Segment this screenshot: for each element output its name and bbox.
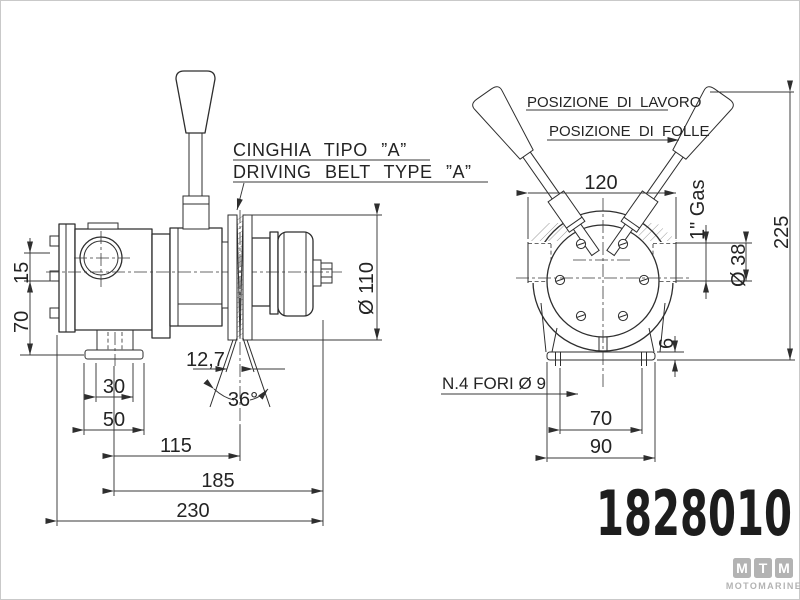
dim-total-height: 225 bbox=[771, 216, 793, 249]
front-base-plate bbox=[546, 351, 656, 361]
side-foot-plate bbox=[84, 349, 144, 360]
front-view-dimensions: 120 1" Gas Ø 38 225 6 70 bbox=[441, 80, 795, 462]
screw bbox=[617, 238, 629, 250]
logo-box bbox=[775, 558, 793, 578]
dim-pulley-diameter: Ø 110 bbox=[356, 262, 378, 315]
screw bbox=[575, 310, 587, 322]
logo-subtitle: MOTOMARINE bbox=[726, 581, 800, 591]
dim-groove-angle: 36° bbox=[228, 389, 258, 411]
side-lever-knob bbox=[175, 70, 216, 134]
side-view-dimensions: 15 70 Ø 110 12,7 36° 30 50 bbox=[11, 203, 382, 526]
neutral-position-label: POSIZIONE DI FOLLE bbox=[549, 123, 710, 140]
side-clutch-drum bbox=[277, 231, 314, 317]
dim-total-length: 230 bbox=[176, 500, 209, 522]
front-view: 120 1" Gas Ø 38 225 6 70 bbox=[441, 80, 795, 462]
side-view-body bbox=[46, 222, 342, 366]
dim-base-width: 90 bbox=[590, 436, 612, 458]
side-view-pulley bbox=[209, 210, 271, 425]
mtm-logo: M T M MOTOMARINE bbox=[726, 558, 800, 591]
dim-center-span: 115 bbox=[160, 435, 192, 457]
work-position-label: POSIZIONE DI LAVORO bbox=[527, 94, 701, 111]
dim-hole-span: 70 bbox=[590, 408, 612, 430]
side-clutch-housing bbox=[169, 227, 223, 327]
holes-note: N.4 FORI Ø 9 bbox=[442, 374, 546, 393]
logo-box bbox=[733, 558, 751, 578]
dim-groove-width: 12,7 bbox=[186, 349, 225, 371]
dim-port-thread: 1" Gas bbox=[687, 180, 709, 240]
side-view: 15 70 Ø 110 12,7 36° 30 50 bbox=[11, 70, 382, 526]
side-view-lever bbox=[175, 70, 216, 230]
screw bbox=[617, 310, 629, 322]
pulley-left-disk bbox=[227, 214, 238, 341]
dim-port-diameter: Ø 38 bbox=[728, 244, 750, 287]
annotations: CINGHIA TIPO ”A” DRIVING BELT TYPE ”A” P… bbox=[233, 94, 710, 211]
belt-label-en: DRIVING BELT TYPE ”A” bbox=[233, 162, 472, 182]
logo-letter-m2: M bbox=[778, 560, 790, 576]
logo-letter-t: T bbox=[759, 560, 768, 576]
dim-base-thickness: 6 bbox=[656, 338, 678, 349]
pulley-right-disk bbox=[242, 214, 253, 341]
front-base bbox=[546, 351, 656, 366]
screw bbox=[554, 274, 566, 286]
dim-70-side: 70 bbox=[11, 311, 33, 333]
part-number: 1828010 bbox=[596, 477, 792, 550]
screw bbox=[638, 274, 650, 286]
side-flange bbox=[58, 223, 76, 333]
title-block: 1828010 M T M MOTOMARINE bbox=[596, 477, 800, 591]
screw bbox=[575, 238, 587, 250]
front-centerlines bbox=[516, 198, 692, 390]
front-cover-screws bbox=[554, 238, 650, 322]
dim-15: 15 bbox=[11, 262, 33, 284]
belt-label-it: CINGHIA TIPO ”A” bbox=[233, 140, 407, 160]
dim-shaft-length: 185 bbox=[201, 470, 234, 492]
side-shaft-nut bbox=[320, 262, 333, 284]
logo-letter-m1: M bbox=[736, 560, 748, 576]
dim-port-span: 120 bbox=[584, 172, 617, 194]
logo-box bbox=[754, 558, 772, 578]
side-head-block bbox=[74, 228, 153, 331]
